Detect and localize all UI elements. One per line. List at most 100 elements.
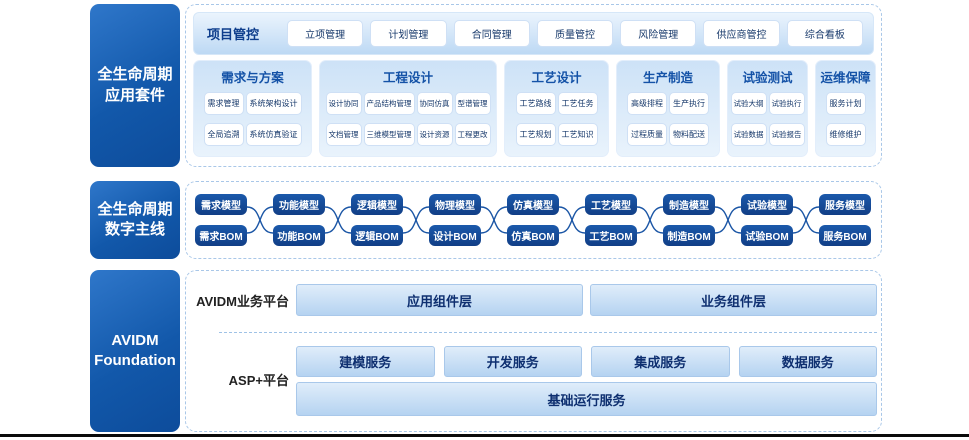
column-title: 工艺设计 [531,71,582,85]
suite-module: 物料配送 [669,123,709,146]
suite-module: 服务计划 [825,92,866,115]
foundation-panel: AVIDM业务平台 应用组件层 业务组件层 ASP+平台 建模服务 开发服务 集… [185,270,882,432]
foundation-section-label-line1: AVIDM [111,331,159,349]
suite-module: 工程更改 [454,123,491,146]
suite-module: 工艺知识 [557,123,598,146]
suite-module: 试验报告 [768,123,805,146]
model-bom-pair: 物理模型设计BOM [429,194,481,246]
project-module: 供应商管控 [703,20,780,47]
chain-link-connector [559,194,585,246]
column-requirements: 需求与方案 需求管理 系统架构设计 全局追溯 系统仿真验证 [193,60,312,157]
model-bom-pair: 制造模型制造BOM [663,194,715,246]
project-module: 合同管理 [453,20,530,47]
column-test: 试验测试 试验大纲 试验执行 试验数据 试验报告 [727,60,808,157]
suite-module: 维修维护 [825,123,866,146]
chain-link-connector [247,194,273,246]
chain-link-connector [715,194,741,246]
model-bom-pair: 逻辑模型逻辑BOM [351,194,403,246]
suite-module: 文档管理 [325,123,362,146]
column-title: 工程设计 [382,71,433,85]
model-bom-pair: 服务模型服务BOM [819,194,871,246]
project-control-buttons: 立项管理 计划管理 合同管理 质量管控 风险管理 供应商管控 综合看板 [287,20,863,47]
bom-pill: 仿真BOM [507,225,559,246]
bom-pill: 逻辑BOM [351,225,403,246]
column-title: 试验测试 [742,71,793,85]
development-service: 开发服务 [443,346,582,377]
model-pill: 服务模型 [819,194,871,215]
platform-divider [219,332,877,333]
thread-section-label: 全生命周期 数字主线 [90,181,180,259]
suite-module: 需求管理 [203,92,244,115]
chain-link-connector [481,194,507,246]
suite-module: 系统仿真验证 [245,123,302,146]
suite-module: 设计资源 [416,123,453,146]
business-component-layer: 业务组件层 [590,284,877,316]
project-module: 计划管理 [370,20,447,47]
foundation-section-label-line2: Foundation [94,352,176,369]
model-pill: 逻辑模型 [351,194,403,215]
suite-module: 试验数据 [730,123,767,146]
column-engineering-design: 工程设计 设计协同 产品结构管理 协同仿真 型谱管理 文档管理 三维模型管理 设… [319,60,497,157]
project-module: 综合看板 [786,20,863,47]
thread-section-label-line1: 全生命周期 [97,200,173,218]
model-pill: 工艺模型 [585,194,637,215]
thread-panel: 需求模型需求BOM 功能模型功能BOM 逻辑模型逻辑BOM 物理模型设计BOM 仿真模型… [185,181,882,259]
model-bom-pair: 仿真模型仿真BOM [507,194,559,246]
bottom-rule [0,434,969,437]
suite-module: 工艺任务 [557,92,598,115]
base-runtime-service: 基础运行服务 [296,382,877,416]
project-module: 风险管理 [620,20,697,47]
chain-link-connector [793,194,819,246]
bom-pill: 试验BOM [741,225,793,246]
suite-module: 系统架构设计 [245,92,302,115]
model-pill: 制造模型 [663,194,715,215]
suite-module: 三维模型管理 [363,123,415,146]
project-module: 质量管控 [536,20,614,47]
column-title: 需求与方案 [221,71,284,85]
bom-pill: 需求BOM [195,225,247,246]
bom-pill: 功能BOM [273,225,325,246]
column-maintenance: 运维保障 服务计划 维修维护 [815,60,876,157]
suite-module: 工艺路线 [515,92,556,115]
chain-link-connector [637,194,663,246]
suite-module: 试验大纲 [730,92,767,115]
model-pill: 功能模型 [273,194,325,215]
suite-columns: 需求与方案 需求管理 系统架构设计 全局追溯 系统仿真验证 工程设计 设计协同 … [193,60,876,157]
model-pill: 仿真模型 [507,194,559,215]
digital-thread-chain: 需求模型需求BOM 功能模型功能BOM 逻辑模型逻辑BOM 物理模型设计BOM 仿真模型… [186,182,881,258]
integration-service: 集成服务 [591,346,730,377]
bom-pill: 设计BOM [429,225,481,246]
project-control-title: 项目管控 [207,27,260,42]
business-platform-row: AVIDM业务平台 应用组件层 业务组件层 [186,284,877,316]
bom-pill: 制造BOM [663,225,715,246]
model-pill: 试验模型 [741,194,793,215]
suite-section-label-line2: 应用套件 [104,86,165,104]
suite-module: 产品结构管理 [363,92,415,115]
thread-section-label-line2: 数字主线 [104,221,165,238]
column-title: 生产制造 [642,71,693,85]
chain-link-connector [403,194,429,246]
suite-module: 设计协同 [325,92,362,115]
chain-link-connector [325,194,351,246]
suite-module: 全局追溯 [203,123,244,146]
column-manufacturing: 生产制造 高级排程 生产执行 过程质量 物料配送 [616,60,720,157]
foundation-section-label: AVIDM Foundation [90,270,180,432]
bom-pill: 工艺BOM [585,225,637,246]
model-bom-pair: 需求模型需求BOM [195,194,247,246]
model-pill: 需求模型 [195,194,247,215]
suite-section-label: 全生命周期 应用套件 [90,4,180,167]
application-component-layer: 应用组件层 [296,284,583,316]
suite-section-label-line1: 全生命周期 [97,66,173,84]
suite-module: 协同仿真 [416,92,453,115]
suite-module: 型谱管理 [454,92,491,115]
data-service: 数据服务 [738,346,877,377]
column-title: 运维保障 [820,71,871,85]
business-platform-label: AVIDM业务平台 [196,293,289,309]
model-bom-pair: 工艺模型工艺BOM [585,194,637,246]
suite-module: 过程质量 [627,123,667,146]
column-process-design: 工艺设计 工艺路线 工艺任务 工艺规划 工艺知识 [504,60,609,157]
suite-panel: 项目管控 立项管理 计划管理 合同管理 质量管控 风险管理 供应商管控 综合看板… [185,4,882,167]
suite-module: 试验执行 [768,92,805,115]
model-pill: 物理模型 [429,194,481,215]
modeling-service: 建模服务 [296,346,435,377]
